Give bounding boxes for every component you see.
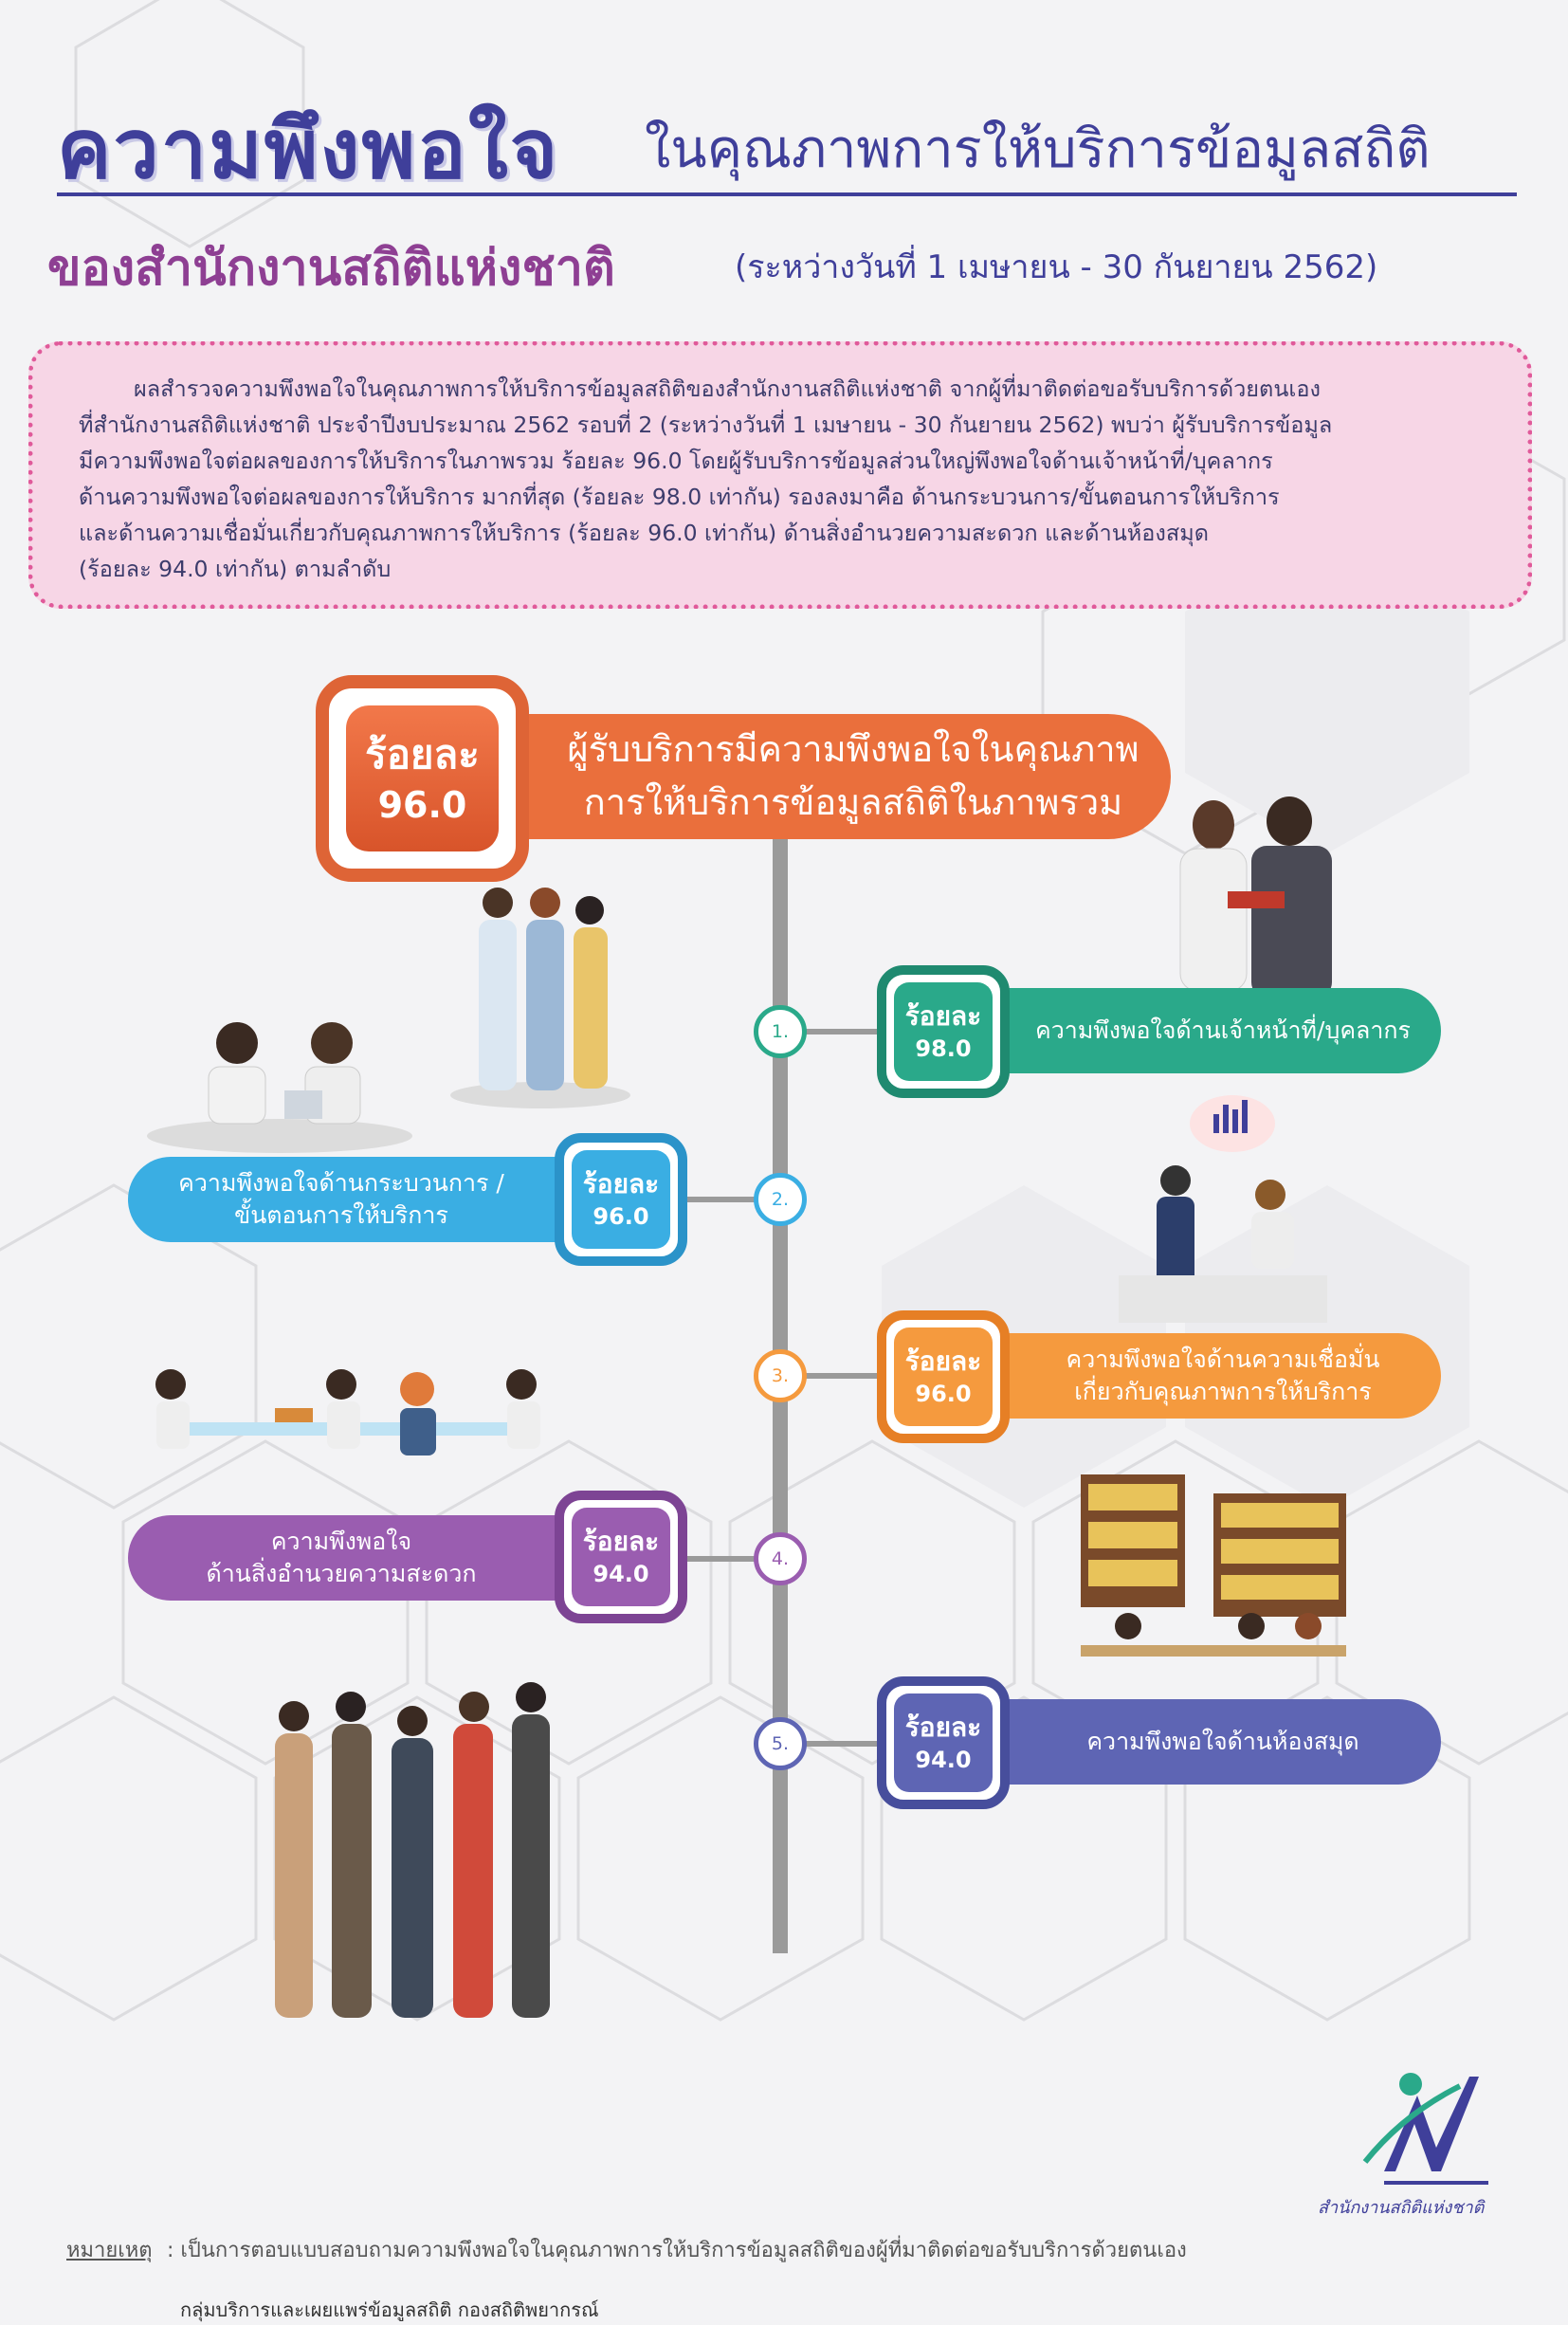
title-divider [57,192,1517,196]
item-5-banner: ความพึงพอใจด้านห้องสมุด [967,1699,1441,1785]
item-3-banner: ความพึงพอใจด้านความเชื่อมั่น เกี่ยวกับคุ… [967,1333,1441,1419]
summary-line: และด้านความเชื่อมั่นเกี่ยวกับคุณภาพการให… [79,520,1209,546]
item-5-number: 5. [754,1717,807,1770]
item-1-percent-value: 98.0 [915,1035,972,1062]
nso-logo-icon [1362,2073,1488,2185]
item-4-badge-inner: ร้อยละ 94.0 [572,1508,670,1606]
item-2-percent-value: 96.0 [593,1203,649,1230]
item-3-number: 3. [754,1349,807,1402]
item-2-badge: ร้อยละ 96.0 [555,1133,687,1266]
staff-people-illustration [1179,796,1332,998]
overall-badge: ร้อยละ 96.0 [316,675,529,882]
summary-line: ที่สำนักงานสถิติแห่งชาติ ประจำปีงบประมาณ… [79,412,1333,438]
overall-percent-value: 96.0 [377,784,467,826]
presenter-chart-illustration [1119,1095,1327,1323]
summary-line: ผลสำรวจความพึงพอใจในคุณภาพการให้บริการข้… [134,375,1322,402]
main-title-emphasis: ความพึงพอใจ [57,102,560,197]
group-people-illustration [450,888,630,1108]
item-2-banner: ความพึงพอใจด้านกระบวนการ / ขั้นตอนการให้… [128,1157,611,1242]
item-4-badge: ร้อยละ 94.0 [555,1491,687,1623]
item-3-text-line: ความพึงพอใจด้านความเชื่อมั่น [1066,1346,1380,1373]
item-1-percent-label: ร้อยละ [904,1000,982,1032]
item-5-percent-label: ร้อยละ [904,1712,982,1743]
item-3-percent-label: ร้อยละ [904,1346,982,1377]
item-2-badge-inner: ร้อยละ 96.0 [572,1150,670,1249]
item-5-text-line: ความพึงพอใจด้านห้องสมุด [1086,1728,1359,1755]
connector-1 [787,1029,910,1034]
overall-banner [436,714,1171,839]
item-3-badge: ร้อยละ 96.0 [877,1310,1010,1443]
item-2-text-line: ความพึงพอใจด้านกระบวนการ / [178,1169,504,1197]
item-2-number: 2. [754,1173,807,1226]
nso-logo-text: สำนักงานสถิติแห่งชาติ [1318,2198,1485,2218]
connector-3 [787,1373,910,1379]
overall-text-line: การให้บริการข้อมูลสถิติในภาพรวม [583,781,1123,823]
summary-line: ด้านความพึงพอใจต่อผลของการให้บริการ มากท… [79,484,1280,510]
footnote-text: : เป็นการตอบแบบสอบถามความพึงพอใจในคุณภาพ… [167,2239,1187,2262]
main-title-rest: ในคุณภาพการให้บริการข้อมูลสถิติ [645,119,1431,180]
item-4-number: 4. [754,1532,807,1585]
summary-line: มีความพึงพอใจต่อผลของการให้บริการในภาพรว… [79,448,1273,474]
office-workers-illustration [147,1022,412,1153]
connector-5 [787,1741,910,1747]
library-illustration [1081,1474,1346,1657]
item-1-text-line: ความพึงพอใจด้านเจ้าหน้าที่/บุคลากร [1035,1016,1411,1044]
item-3-badge-inner: ร้อยละ 96.0 [894,1327,993,1426]
item-1-badge: ร้อยละ 98.0 [877,965,1010,1098]
department-credit: กลุ่มบริการและเผยแพร่ข้อมูลสถิติ กองสถิต… [180,2298,599,2321]
item-4-percent-value: 94.0 [593,1561,649,1587]
item-4-text-line: ความพึงพอใจ [270,1528,412,1555]
item-4-percent-label: ร้อยละ [582,1526,660,1557]
item-1-badge-inner: ร้อยละ 98.0 [894,982,993,1081]
item-5-badge-inner: ร้อยละ 94.0 [894,1693,993,1792]
summary-box: ผลสำรวจความพึงพอใจในคุณภาพการให้บริการข้… [28,341,1532,609]
summary-line: (ร้อยละ 94.0 เท่ากัน) ตามลำดับ [79,556,392,582]
overall-percent-label: ร้อยละ [365,731,480,778]
item-4-banner: ความพึงพอใจ ด้านสิ่งอำนวยความสะดวก [128,1515,611,1601]
item-5-badge: ร้อยละ 94.0 [877,1676,1010,1809]
connector-4 [668,1556,777,1562]
subtitle-period: (ระหว่างวันที่ 1 เมษายน - 30 กันยายน 256… [735,248,1378,286]
business-team-illustration [275,1682,550,2018]
item-2-percent-label: ร้อยละ [582,1168,660,1199]
footnote-label: หมายเหตุ [66,2239,153,2262]
item-2-text-line: ขั้นตอนการให้บริการ [234,1201,448,1229]
item-4-text-line: ด้านสิ่งอำนวยความสะดวก [206,1560,477,1587]
item-1-number: 1. [754,1005,807,1058]
overall-description: ผู้รับบริการมีความพึงพอใจในคุณภาพ การให้… [531,723,1176,829]
connector-2 [668,1197,777,1202]
overall-badge-inner: ร้อยละ 96.0 [346,705,499,851]
item-5-percent-value: 94.0 [915,1747,972,1773]
overall-text-line: ผู้รับบริการมีความพึงพอใจในคุณภาพ [567,728,1140,770]
subtitle-agency: ของสำนักงานสถิติแห่งชาติ [47,240,615,297]
item-1-banner: ความพึงพอใจด้านเจ้าหน้าที่/บุคลากร [967,988,1441,1073]
item-3-text-line: เกี่ยวกับคุณภาพการให้บริการ [1074,1378,1372,1405]
item-3-percent-value: 96.0 [915,1381,972,1407]
meeting-table-illustration [155,1369,540,1455]
